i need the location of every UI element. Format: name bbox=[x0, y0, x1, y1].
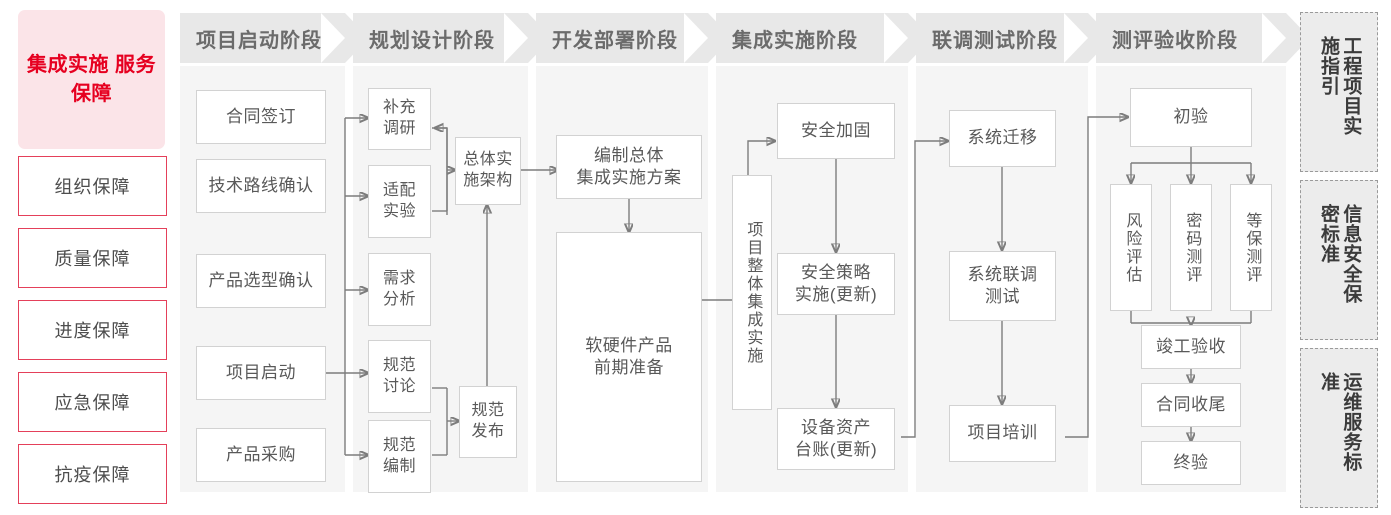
node-label: 技术路线确认 bbox=[208, 175, 314, 195]
chevron-notch-icon bbox=[1064, 13, 1088, 63]
guarantee-item-epidemic[interactable]: 抗疫保障 bbox=[18, 444, 167, 504]
hero-title-label: 集成实施 服务保障 bbox=[26, 54, 157, 105]
node-hardware-software-preparation[interactable]: 软硬件产品 前期准备 bbox=[556, 232, 702, 482]
node-label: 总体实 施架构 bbox=[463, 151, 513, 189]
node-label: 安全策略 实施(更新) bbox=[794, 262, 878, 304]
chevron-notch-icon bbox=[321, 13, 345, 63]
node-label: 需求 分析 bbox=[382, 269, 416, 308]
node-equipment-asset-ledger[interactable]: 设备资产 台账(更新) bbox=[777, 408, 895, 470]
chevron-notch-icon bbox=[684, 13, 708, 63]
stage-header-2[interactable]: 规划设计阶段 bbox=[353, 13, 552, 63]
hero-title-box: 集成实施 服务保障 bbox=[18, 10, 165, 149]
node-spec-release[interactable]: 规范 发布 bbox=[459, 386, 517, 458]
guarantee-label: 质量保障 bbox=[54, 249, 131, 269]
chevron-notch-icon bbox=[1262, 13, 1286, 63]
standard-information-security-confidentiality[interactable]: 信息安全保密标准 bbox=[1300, 180, 1378, 340]
node-product-procurement[interactable]: 产品采购 bbox=[196, 428, 326, 482]
node-contract-signing[interactable]: 合同签订 bbox=[196, 90, 326, 144]
node-security-hardening[interactable]: 安全加固 bbox=[777, 103, 895, 159]
node-label: 合同收尾 bbox=[1156, 394, 1226, 414]
node-label: 终验 bbox=[1173, 452, 1209, 472]
node-risk-assessment[interactable]: 风险评估 bbox=[1110, 184, 1152, 311]
node-label: 软硬件产品 前期准备 bbox=[585, 335, 673, 377]
node-label: 密码测评 bbox=[1183, 211, 1201, 284]
node-project-kickoff[interactable]: 项目启动 bbox=[196, 346, 326, 400]
node-label: 产品采购 bbox=[226, 444, 296, 464]
node-label: 竣工验收 bbox=[1156, 336, 1226, 356]
node-label: 风险评估 bbox=[1123, 211, 1141, 284]
node-label: 规范 讨论 bbox=[382, 356, 416, 395]
stage-title-2: 规划设计阶段 bbox=[369, 29, 495, 52]
chevron-notch-icon bbox=[884, 13, 908, 63]
node-label: 初验 bbox=[1173, 107, 1209, 127]
node-spec-discussion[interactable]: 规范 讨论 bbox=[368, 340, 431, 413]
node-cryptography-evaluation[interactable]: 密码测评 bbox=[1170, 184, 1212, 311]
node-label: 项目培训 bbox=[967, 423, 1038, 443]
node-tech-route-confirm[interactable]: 技术路线确认 bbox=[196, 159, 326, 213]
node-label: 等保测评 bbox=[1243, 211, 1261, 284]
node-label: 系统联调 测试 bbox=[967, 264, 1038, 306]
node-overall-project-integration[interactable]: 项目整体集成实施 bbox=[732, 175, 772, 410]
chevron-notch-icon bbox=[504, 13, 528, 63]
stage-title-3: 开发部署阶段 bbox=[552, 29, 678, 52]
guarantee-label: 组织保障 bbox=[54, 177, 131, 197]
guarantee-item-emergency[interactable]: 应急保障 bbox=[18, 372, 167, 432]
node-project-training[interactable]: 项目培训 bbox=[949, 405, 1056, 462]
guarantee-label: 进度保障 bbox=[54, 321, 131, 341]
node-product-selection-confirm[interactable]: 产品选型确认 bbox=[196, 254, 326, 308]
guarantee-label: 抗疫保障 bbox=[54, 465, 131, 485]
node-overall-implementation-architecture[interactable]: 总体实 施架构 bbox=[455, 137, 521, 205]
standard-engineering-project-guide[interactable]: 工程项目实施指引 bbox=[1300, 12, 1378, 172]
node-security-policy-implementation[interactable]: 安全策略 实施(更新) bbox=[777, 253, 895, 315]
guarantee-item-quality[interactable]: 质量保障 bbox=[18, 228, 167, 288]
stage-header-3[interactable]: 开发部署阶段 bbox=[536, 13, 732, 63]
node-final-acceptance[interactable]: 终验 bbox=[1141, 441, 1241, 485]
node-label: 项目整体集成实施 bbox=[744, 220, 762, 365]
guarantee-item-organization[interactable]: 组织保障 bbox=[18, 156, 167, 216]
stage-header-5[interactable]: 联调测试阶段 bbox=[916, 13, 1112, 63]
node-label: 设备资产 台账(更新) bbox=[794, 417, 878, 459]
guarantee-item-schedule[interactable]: 进度保障 bbox=[18, 300, 167, 360]
node-label: 安全加固 bbox=[801, 120, 871, 140]
node-adaptation-experiment[interactable]: 适配 实验 bbox=[368, 165, 431, 238]
node-label: 适配 实验 bbox=[382, 181, 416, 220]
node-label: 编制总体 集成实施方案 bbox=[576, 145, 682, 187]
guarantee-label: 应急保障 bbox=[54, 393, 131, 413]
node-completion-acceptance[interactable]: 竣工验收 bbox=[1141, 325, 1241, 369]
node-supplementary-research[interactable]: 补充 调研 bbox=[368, 88, 431, 150]
node-preliminary-acceptance[interactable]: 初验 bbox=[1130, 88, 1252, 147]
standard-label: 工程项目实施指引 bbox=[1318, 36, 1362, 136]
standard-label: 信息安全保密标准 bbox=[1318, 204, 1362, 304]
stage-title-6: 测评验收阶段 bbox=[1112, 29, 1238, 52]
node-system-joint-debug-test[interactable]: 系统联调 测试 bbox=[949, 251, 1056, 321]
stage-title-4: 集成实施阶段 bbox=[732, 29, 858, 52]
node-label: 规范 发布 bbox=[471, 402, 505, 440]
node-label: 补充 调研 bbox=[382, 99, 416, 137]
node-draft-overall-integration-plan[interactable]: 编制总体 集成实施方案 bbox=[556, 135, 702, 199]
node-system-migration[interactable]: 系统迁移 bbox=[949, 110, 1056, 167]
stage-header-4[interactable]: 集成实施阶段 bbox=[716, 13, 932, 63]
node-label: 规范 编制 bbox=[382, 436, 416, 475]
standard-operations-service[interactable]: 运维服务标准 bbox=[1300, 348, 1378, 508]
stage-header-6[interactable]: 测评验收阶段 bbox=[1096, 13, 1310, 63]
node-requirement-analysis[interactable]: 需求 分析 bbox=[368, 253, 431, 326]
stage-title-1: 项目启动阶段 bbox=[196, 29, 322, 52]
standard-label: 运维服务标准 bbox=[1318, 372, 1362, 472]
node-label: 项目启动 bbox=[226, 362, 296, 382]
stage-title-5: 联调测试阶段 bbox=[932, 29, 1058, 52]
node-contract-closeout[interactable]: 合同收尾 bbox=[1141, 383, 1241, 427]
node-label: 合同签订 bbox=[226, 106, 296, 126]
node-label: 系统迁移 bbox=[967, 128, 1038, 148]
node-mlps-evaluation[interactable]: 等保测评 bbox=[1230, 184, 1272, 311]
node-spec-drafting[interactable]: 规范 编制 bbox=[368, 420, 431, 493]
node-label: 产品选型确认 bbox=[208, 270, 314, 290]
stage-header-1[interactable]: 项目启动阶段 bbox=[180, 13, 369, 63]
